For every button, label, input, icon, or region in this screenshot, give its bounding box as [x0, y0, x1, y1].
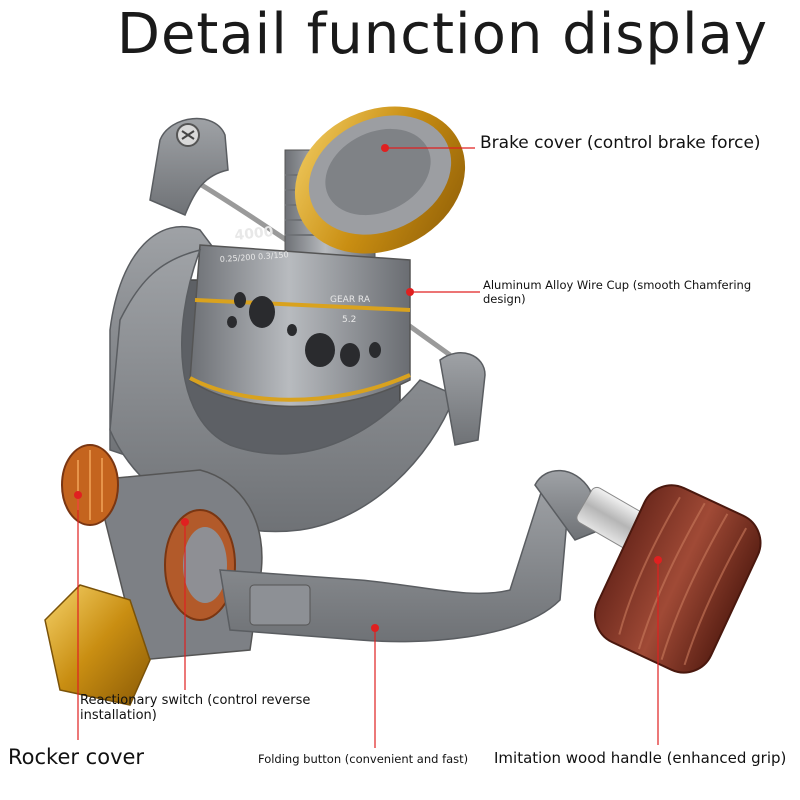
- wood-handle-knob: [594, 484, 762, 674]
- rocker-cover-cap: [44, 584, 151, 706]
- wire-cup: [189, 244, 411, 408]
- bail-roller: [439, 352, 486, 446]
- folding-button: [249, 584, 311, 626]
- callout-brake-cover: Brake cover (control brake force): [480, 133, 761, 153]
- callout-rocker-cover: Rocker cover: [8, 745, 145, 769]
- callout-lines: [77, 147, 659, 748]
- callout-wood-handle: Imitation wood handle (enhanced grip): [494, 749, 787, 767]
- page-title: Detail function display: [116, 2, 768, 67]
- callout-dots: [74, 144, 662, 632]
- bail-arm: [149, 118, 229, 216]
- callout-wire-cup: Aluminum Alloy Wire Cup (smooth Chamferi…: [483, 278, 752, 306]
- spool-gear-label: GEAR RA: [330, 295, 371, 305]
- spool-model: 4000: [234, 224, 275, 244]
- callout-folding-button: Folding button (convenient and fast): [258, 752, 469, 766]
- spool-gear-value: 5.2: [342, 315, 356, 325]
- wire-cup-holes: [227, 292, 381, 367]
- callout-reactionary-switch: Reactionary switch (control reverse inst…: [80, 693, 311, 723]
